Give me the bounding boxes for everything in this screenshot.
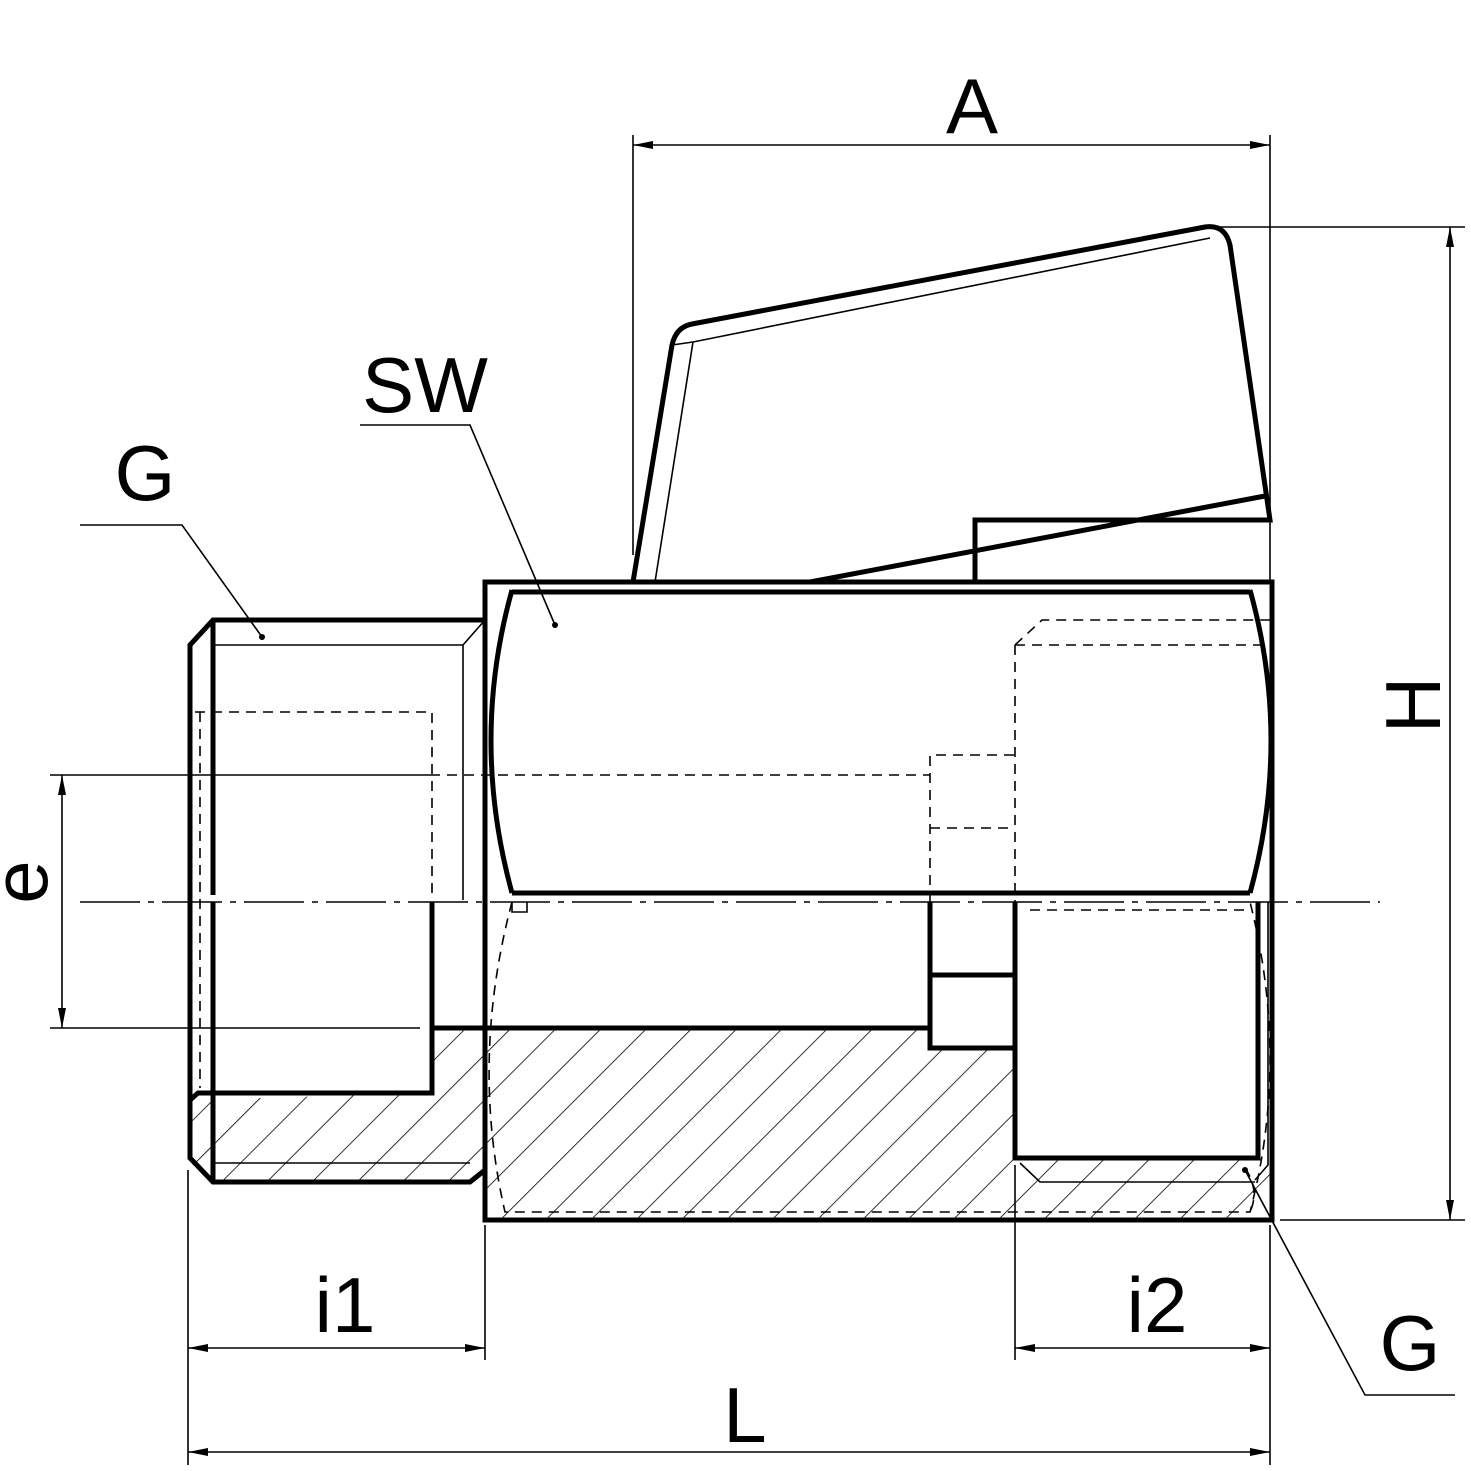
section-hatching <box>190 1028 1272 1220</box>
label-G-right: G <box>1380 1299 1441 1387</box>
label-e: e <box>0 860 64 903</box>
dimension-i2: i2 <box>1014 1165 1271 1465</box>
dimension-L: L <box>188 1371 1270 1459</box>
dimension-i1: i1 <box>187 1170 486 1465</box>
valve-body <box>430 579 1275 1223</box>
leader-G-right: G <box>1242 1167 1455 1396</box>
leader-SW: SW <box>360 341 558 628</box>
dimension-e: e <box>0 774 430 1029</box>
label-SW: SW <box>362 341 488 429</box>
label-i2: i2 <box>1127 1261 1188 1349</box>
label-G-left: G <box>115 429 176 517</box>
lever-handle <box>630 224 1273 585</box>
leader-G-left: G <box>80 429 265 640</box>
label-H: H <box>1369 677 1457 733</box>
male-thread-end <box>187 617 930 1185</box>
label-i1: i1 <box>315 1261 376 1349</box>
dimension-A: A <box>632 62 1271 580</box>
bore-and-female-end <box>927 902 1269 1213</box>
label-A: A <box>946 62 998 150</box>
label-L: L <box>723 1371 766 1459</box>
dimension-H: H <box>1215 226 1465 1221</box>
